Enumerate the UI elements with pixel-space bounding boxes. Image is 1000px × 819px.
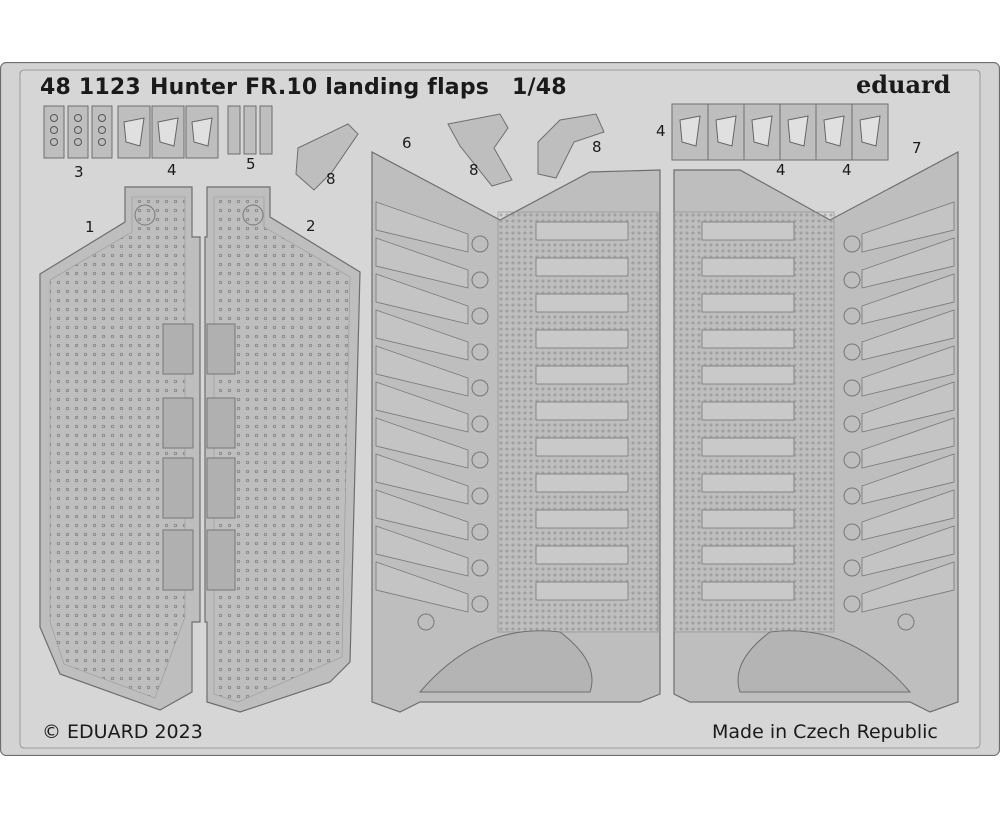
part-4-brackets-left xyxy=(117,105,219,159)
origin-text: Made in Czech Republic xyxy=(712,721,938,743)
part-6-flap-assembly xyxy=(371,151,661,713)
etch-fret xyxy=(0,62,1000,756)
part-2-flap-panel xyxy=(204,186,361,713)
part-4-brackets-right xyxy=(671,103,889,161)
part-label-4: 4 xyxy=(656,122,666,140)
part-label-8: 8 xyxy=(469,161,479,179)
part-8-brackets xyxy=(295,113,605,191)
part-5-strips xyxy=(227,105,273,155)
part-label-4: 4 xyxy=(842,161,852,179)
part-label-4: 4 xyxy=(776,161,786,179)
scale-label: 1/48 xyxy=(512,75,567,100)
part-label-8: 8 xyxy=(592,138,602,156)
fret-title: Hunter FR.10 landing flaps xyxy=(150,75,490,100)
part-label-3: 3 xyxy=(74,163,84,181)
part-label-8: 8 xyxy=(326,170,336,188)
eduard-logo: eduard xyxy=(856,70,951,99)
part-label-2: 2 xyxy=(306,217,316,235)
part-label-5: 5 xyxy=(246,155,256,173)
part-7-flap-assembly xyxy=(673,151,959,713)
catalog-number: 48 1123 xyxy=(40,75,141,100)
part-label-6: 6 xyxy=(402,134,412,152)
part-1-flap-panel xyxy=(39,186,201,711)
part-label-1: 1 xyxy=(85,218,95,236)
copyright-text: © EDUARD 2023 xyxy=(42,721,203,743)
part-label-7: 7 xyxy=(912,139,922,157)
part-label-4: 4 xyxy=(167,161,177,179)
part-3-strips xyxy=(43,105,113,159)
